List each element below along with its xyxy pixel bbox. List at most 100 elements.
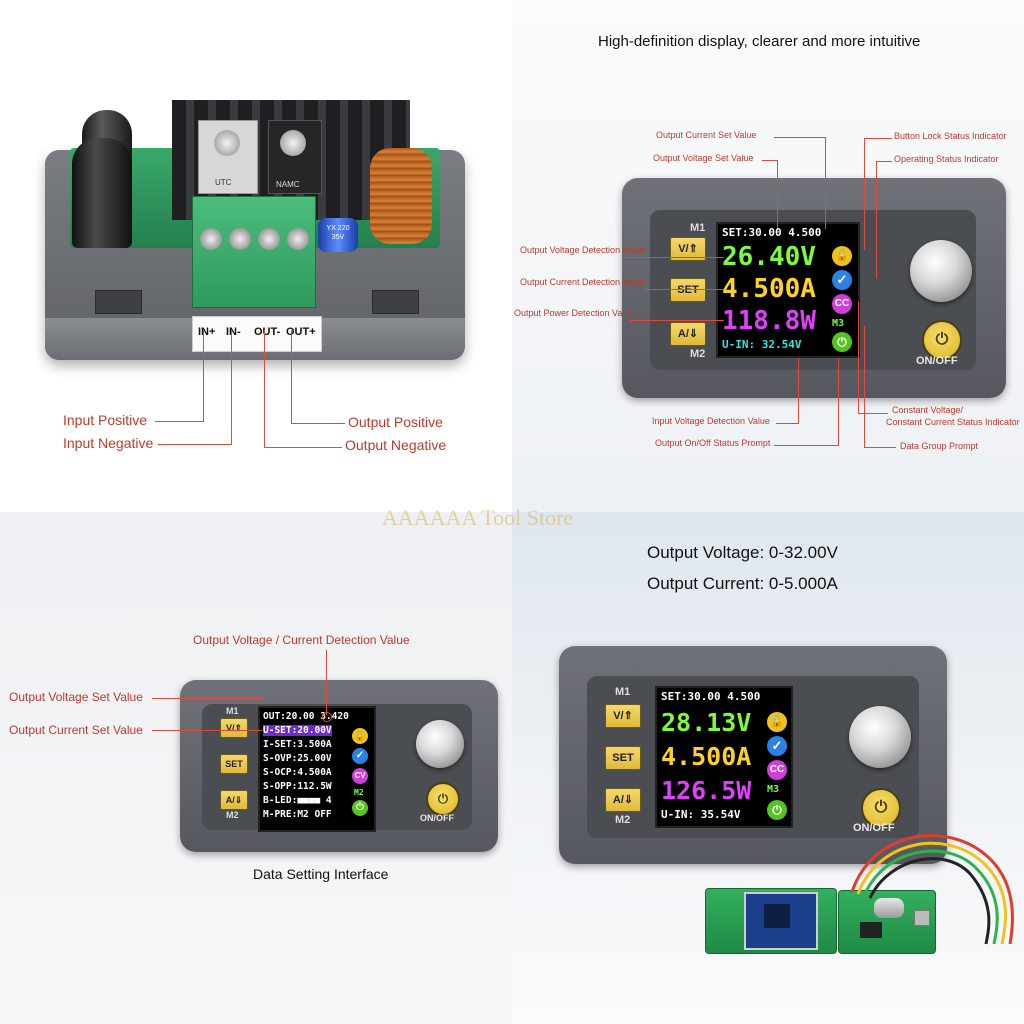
- lcd-screen: SET:30.00 4.500 28.13V 4.500A 126.5W U-I…: [655, 686, 793, 828]
- regulator-utc-label: UTC: [215, 178, 232, 187]
- lock-icon: 🔓: [352, 728, 368, 744]
- label-input-positive: Input Positive: [63, 412, 148, 428]
- callout-operating-status: Operating Status Indicator: [894, 154, 999, 164]
- screw-2: [280, 130, 306, 156]
- m2-label: M2: [615, 814, 631, 826]
- onoff-label: ON/OFF: [853, 822, 895, 834]
- lcd-row-out: OUT:20.00 3.420: [263, 711, 349, 722]
- lcd-row-uset-highlight: U-SET:20.00V: [263, 725, 332, 736]
- lcd-current: 4.500A: [722, 274, 816, 304]
- callout-voltage-set: Output Voltage Set Value: [9, 690, 143, 704]
- lcd-row-sopp: S-OPP:112.5W: [263, 781, 332, 792]
- capacitor-small-label: YX 220 35V: [326, 225, 350, 241]
- lock-icon: 🔓: [767, 712, 787, 732]
- callout-input-voltage: Input Voltage Detection Value: [652, 416, 770, 426]
- lcd-group: M3: [767, 784, 780, 795]
- current-down-button[interactable]: A/⇓: [670, 322, 706, 346]
- spec-current: Output Current: 0-5.000A: [647, 574, 838, 593]
- voltage-up-button[interactable]: V/⇑: [605, 704, 641, 728]
- spec-voltage: Output Voltage: 0-32.00V: [647, 543, 838, 562]
- current-down-button[interactable]: A/⇓: [220, 790, 248, 810]
- device-front: M1 V/⇑ SET A/⇓ M2 SET:30.00 4.500 28.13V…: [559, 646, 947, 864]
- m2-label: M2: [226, 810, 239, 820]
- lcd-row-bled: B-LED:■■■■ 4: [263, 795, 332, 806]
- lcd-power: 126.5W: [661, 776, 752, 805]
- callout-voltage-set: Output Voltage Set Value: [653, 153, 754, 163]
- watermark: AAAAAA Tool Store: [382, 505, 574, 530]
- adapter-chip: [860, 922, 882, 938]
- inductor-coil: [370, 148, 432, 244]
- setting-interface-panel: M1 V/⇑ SET A/⇓ M2 OUT:20.00 3.420 U-SET:…: [0, 512, 512, 1024]
- adjust-knob[interactable]: [416, 720, 464, 768]
- terminal-screw-2: [229, 228, 251, 250]
- power-status-icon: ⏻: [767, 800, 787, 820]
- m1-label: M1: [226, 706, 239, 716]
- onoff-label: ON/OFF: [916, 355, 958, 367]
- bluetooth-chip-core: [764, 904, 790, 928]
- set-button[interactable]: SET: [670, 278, 706, 302]
- callout-power-detect: Output Power Detection Value: [514, 308, 635, 318]
- lock-icon: 🔓: [832, 246, 852, 266]
- lcd-voltage: 26.40V: [722, 242, 816, 272]
- clip-slot-right: [372, 290, 419, 314]
- cc-mode-icon: CC: [832, 294, 852, 314]
- terminal-label-out-minus: OUT-: [254, 326, 281, 338]
- set-button[interactable]: SET: [605, 746, 641, 770]
- terminal-screw-4: [287, 228, 309, 250]
- callout-current-set: Output Current Set Value: [9, 723, 143, 737]
- m2-label: M2: [690, 348, 706, 360]
- lcd-screen: SET:30.00 4.500 26.40V 4.500A 118.8W U-I…: [716, 222, 860, 358]
- panel-title: High-definition display, clearer and mor…: [598, 33, 921, 50]
- lcd-row-mpre: M-PRE:M2 OFF: [263, 809, 332, 820]
- terminal-label-in-plus: IN+: [198, 326, 216, 338]
- callout-detect: Output Voltage / Current Detection Value: [193, 633, 410, 647]
- device-front: M1 V/⇑ SET A/⇓ M2 OUT:20.00 3.420 U-SET:…: [180, 680, 498, 852]
- crystal: [874, 898, 904, 918]
- caption: Data Setting Interface: [253, 866, 389, 882]
- power-button[interactable]: ⏻: [426, 782, 460, 816]
- label-output-negative: Output Negative: [345, 437, 447, 453]
- callout-dot: [322, 712, 332, 722]
- power-button[interactable]: ⏻: [922, 320, 962, 360]
- m1-label: M1: [615, 686, 631, 698]
- current-down-button[interactable]: A/⇓: [605, 788, 641, 812]
- voltage-up-button[interactable]: V/⇑: [220, 718, 248, 738]
- capacitor-small: [318, 218, 358, 252]
- power-status-icon: ⏻: [832, 332, 852, 352]
- lcd-screen: OUT:20.00 3.420 U-SET:20.00V I-SET:3.500…: [258, 706, 376, 832]
- device-front: M1 V/⇑ SET A/⇓ M2 SET:30.00 4.500 26.40V…: [622, 178, 1006, 398]
- power-button[interactable]: ⏻: [861, 788, 901, 828]
- adjust-knob[interactable]: [849, 706, 911, 768]
- screw-1: [214, 130, 240, 156]
- lcd-row-sovp: S-OVP:25.00V: [263, 753, 332, 764]
- annotated-display-panel: High-definition display, clearer and mor…: [512, 0, 1024, 512]
- callout-data-group: Data Group Prompt: [900, 441, 979, 451]
- terminal-block: [192, 196, 316, 308]
- label-output-positive: Output Positive: [348, 414, 443, 430]
- module-back-panel: UTC NAMC YX 220 35V IN+ IN- OUT- OUT+ In…: [0, 0, 512, 512]
- m1-label: M1: [690, 222, 706, 234]
- lcd-row-socp: S-OCP:4.500A: [263, 767, 332, 778]
- adjust-knob[interactable]: [910, 240, 972, 302]
- lcd-group: M3: [832, 318, 845, 329]
- callout-button-lock: Button Lock Status Indicator: [894, 131, 1007, 141]
- terminal-screw-3: [258, 228, 280, 250]
- power-icon: ⏻: [874, 799, 888, 816]
- check-icon: ✓: [767, 736, 787, 756]
- lcd-voltage: 28.13V: [661, 708, 752, 737]
- capacitor-2: [72, 138, 132, 248]
- terminal-screw-1: [200, 228, 222, 250]
- callout-current-set: Output Current Set Value: [656, 130, 757, 140]
- regulator-namc-label: NAMC: [276, 180, 300, 189]
- check-icon: ✓: [832, 270, 852, 290]
- specs-panel: Output Voltage: 0-32.00V Output Current:…: [512, 512, 1024, 1024]
- lcd-row-iset: I-SET:3.500A: [263, 739, 332, 750]
- terminal-label-in-minus: IN-: [226, 326, 241, 338]
- lcd-uin: U-IN: 32.54V: [722, 338, 802, 351]
- lcd-set-line: SET:30.00 4.500: [661, 690, 761, 703]
- set-button[interactable]: SET: [220, 754, 248, 774]
- lcd-power: 118.8W: [722, 306, 816, 336]
- callout-current-detect: Output Current Detection Value: [520, 277, 645, 287]
- callout-cv-cc-1: Constant Voltage/: [892, 405, 964, 415]
- callout-cv-cc-2: Constant Current Status Indicator: [886, 417, 1020, 427]
